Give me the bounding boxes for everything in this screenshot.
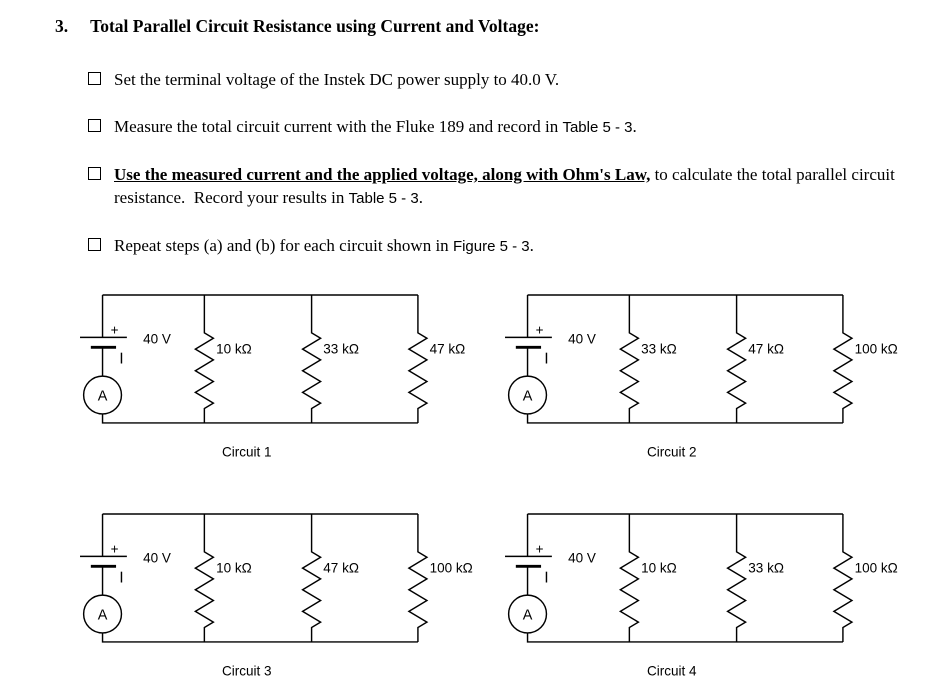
ammeter-label: A [98,607,108,623]
circuit-figure-1: + 40 V A 10 kΩ 33 kΩ 47 kΩ Circuit 1 [71,286,481,471]
ammeter-label: A [523,388,533,404]
circuit-figure-2: + 40 V A 33 kΩ 47 kΩ 100 kΩ Circuit 2 [496,286,906,471]
battery-plus-label: + [536,323,544,338]
checkbox-icon [88,119,101,132]
resistor-icon [726,295,748,423]
step-item: Use the measured current and the applied… [88,163,903,210]
voltage-label: 40 V [143,550,171,565]
figure-reference: Figure 5 - 3 [452,238,530,255]
circuit-caption: Circuit 4 [647,663,697,678]
ammeter-label: A [98,388,108,404]
step-text-segment: . [418,188,423,207]
battery-plus-label: + [111,541,119,556]
resistor-label: 47 kΩ [430,342,466,357]
figure-5-3-circuits: + 40 V A 10 kΩ 33 kΩ 47 kΩ Circuit 1 [71,286,903,689]
resistor-icon [301,513,323,642]
wire-bottom [101,632,418,643]
ammeter-label: A [523,607,533,623]
battery-icon [80,336,127,364]
resistor-label: 100 kΩ [430,560,473,575]
resistor-label: 33 kΩ [641,342,677,357]
battery-icon [505,336,552,364]
section-heading: 3. Total Parallel Circuit Resistance usi… [55,14,903,38]
step-text-segment: . [632,117,637,136]
resistor-icon [193,513,215,642]
step-text-segment: . [529,236,534,255]
circuit-figure-3: + 40 V A 10 kΩ 47 kΩ 100 kΩ Circuit 3 [71,505,481,690]
circuit-caption: Circuit 3 [222,663,272,678]
resistor-icon [726,513,748,642]
resistor-label: 47 kΩ [323,560,359,575]
step-text-segment: Set the terminal voltage of the Instek D… [114,70,560,89]
circuit-diagram-1: + 40 V A 10 kΩ 33 kΩ 47 kΩ Circuit 1 [80,294,466,459]
section-title: Total Parallel Circuit Resistance using … [90,16,540,36]
circuit-diagram-3: + 40 V A 10 kΩ 47 kΩ 100 kΩ Circuit 3 [80,513,473,678]
resistor-label: 33 kΩ [748,560,784,575]
resistor-icon [832,295,854,423]
circuit-diagram-4: + 40 V A 10 kΩ 33 kΩ 100 kΩ Circuit 4 [505,513,898,678]
voltage-label: 40 V [143,332,171,347]
resistor-icon [407,295,429,423]
resistor-icon [407,513,429,642]
checkbox-icon [88,72,101,85]
resistor-icon [618,513,640,642]
step-list: Set the terminal voltage of the Instek D… [88,68,903,258]
resistor-icon [832,513,854,642]
resistor-label: 10 kΩ [216,342,252,357]
step-text-segment: to calculate the total parallel circuit … [114,165,895,207]
checkbox-icon [88,167,101,180]
section-number: 3. [55,16,69,36]
resistor-label: 100 kΩ [855,560,898,575]
wire-bottom [526,413,843,424]
step-item: Repeat steps (a) and (b) for each circui… [88,234,903,258]
step-text: Measure the total circuit current with t… [114,115,637,139]
step-text: Use the measured current and the applied… [114,163,903,210]
resistor-icon [618,295,640,423]
resistor-label: 10 kΩ [216,560,252,575]
voltage-label: 40 V [568,332,596,347]
step-text: Set the terminal voltage of the Instek D… [114,68,559,91]
checkbox-icon [88,238,101,251]
resistor-icon [193,295,215,423]
resistor-label: 33 kΩ [323,342,359,357]
circuit-figure-4: + 40 V A 10 kΩ 33 kΩ 100 kΩ Circuit 4 [496,505,906,690]
circuit-caption: Circuit 2 [647,444,697,459]
resistor-label: 47 kΩ [748,342,784,357]
table-reference: Table 5 - 3 [348,190,419,207]
voltage-label: 40 V [568,550,596,565]
resistor-label: 10 kΩ [641,560,677,575]
circuit-caption: Circuit 1 [222,444,272,459]
battery-plus-label: + [536,541,544,556]
battery-icon [505,555,552,583]
step-text: Repeat steps (a) and (b) for each circui… [114,234,534,258]
step-text-emphasis: Use the measured current and the applied… [114,165,651,184]
step-text-segment: Repeat steps (a) and (b) for each circui… [114,236,453,255]
battery-icon [80,555,127,583]
resistor-label: 100 kΩ [855,342,898,357]
step-item: Measure the total circuit current with t… [88,115,903,139]
table-reference: Table 5 - 3 [562,119,633,136]
battery-plus-label: + [111,323,119,338]
step-text-segment: Measure the total circuit current with t… [114,117,563,136]
circuit-diagram-2: + 40 V A 33 kΩ 47 kΩ 100 kΩ Circuit 2 [505,294,898,459]
step-item: Set the terminal voltage of the Instek D… [88,68,903,91]
wire-bottom [101,413,418,424]
resistor-icon [301,295,323,423]
wire-bottom [526,632,843,643]
